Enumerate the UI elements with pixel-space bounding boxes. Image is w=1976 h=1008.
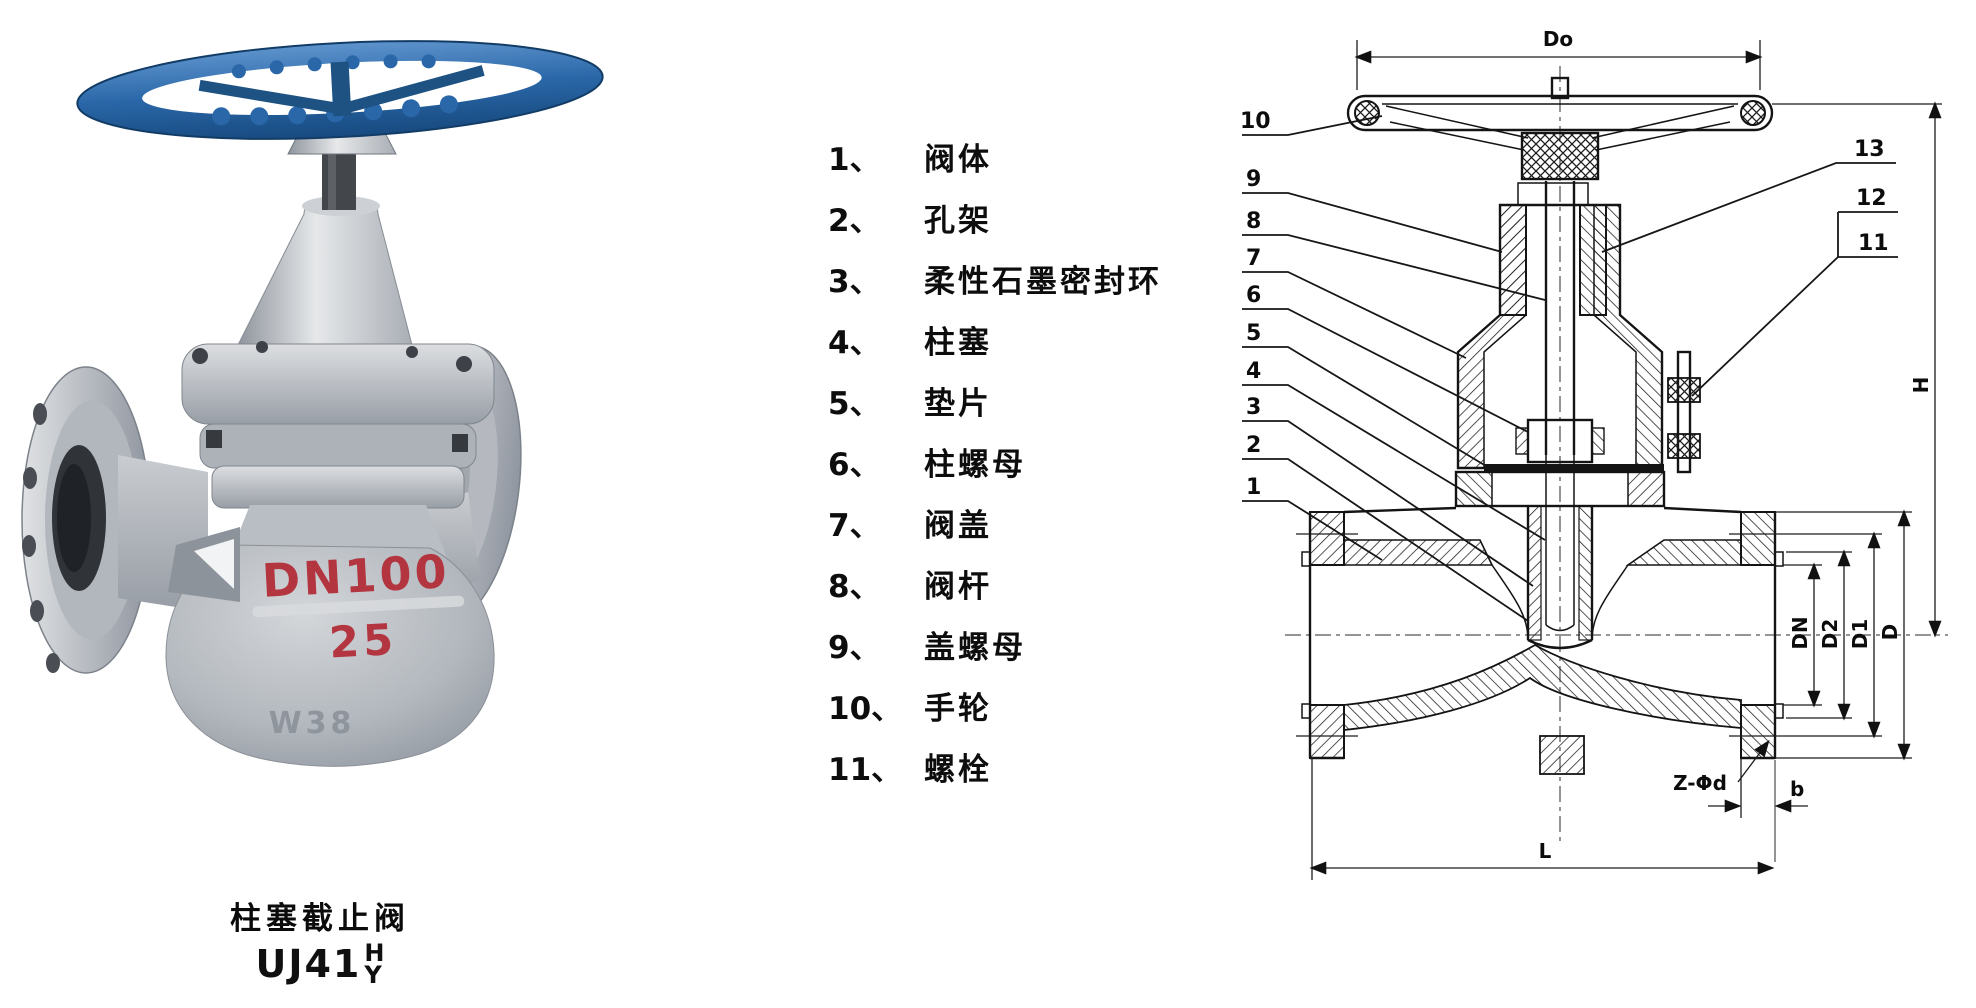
callout-3: 3	[1246, 395, 1261, 420]
valve-name: 柱塞截止阀	[230, 901, 410, 937]
part-number: 4、	[828, 325, 881, 361]
part-number: 3、	[828, 264, 881, 300]
valve-section-drawing: Do H DN D2	[1230, 0, 1976, 1008]
parts-list-item: 11、螺栓	[828, 744, 1228, 805]
valve-photo-art: DN100 25 W38	[21, 40, 604, 767]
part-number: 1、	[828, 142, 881, 178]
drawing-handwheel	[1346, 76, 1774, 181]
body-foot	[1539, 735, 1585, 775]
callout-13: 13	[1854, 137, 1885, 162]
parts-list-item: 6、 柱螺母	[828, 439, 1228, 500]
dim-d2: D2	[1786, 549, 1852, 721]
body-marking-size: DN100	[261, 544, 451, 608]
part-number: 2、	[828, 203, 881, 239]
dim-label-h: H	[1909, 377, 1933, 394]
dim-bolt-holes: Z-Φd	[1673, 739, 1770, 795]
model-letter-bottom: Y	[364, 961, 382, 990]
dim-label-b: b	[1790, 777, 1804, 801]
part-label: 手轮	[924, 691, 992, 727]
model-prefix: UJ41	[255, 942, 362, 987]
parts-list-item: 5、 垫片	[828, 378, 1228, 439]
photo-left-flange	[21, 366, 151, 674]
dim-l: L	[1309, 758, 1775, 880]
valve-model: UJ41 H Y	[150, 939, 490, 990]
part-number: 11、	[828, 752, 903, 788]
callout-7: 7	[1246, 246, 1261, 271]
dim-do: Do	[1354, 27, 1763, 90]
dim-label-d2: D2	[1818, 619, 1842, 650]
dim-label-bolt-holes: Z-Φd	[1673, 771, 1727, 795]
part-number: 10、	[828, 691, 903, 727]
callout-5: 5	[1246, 321, 1261, 346]
part-number: 5、	[828, 386, 881, 422]
callout-8: 8	[1246, 209, 1261, 234]
callout-10: 10	[1240, 109, 1271, 134]
parts-list-item: 10、手轮	[828, 683, 1228, 744]
photo-bonnet	[237, 196, 413, 346]
photo-web-window	[194, 539, 234, 589]
drawing-bolt-assembly	[1667, 350, 1701, 474]
part-number: 6、	[828, 447, 881, 483]
drawing-bonnet	[1456, 203, 1664, 471]
dim-label-d: D	[1878, 624, 1902, 641]
callout-9: 9	[1246, 167, 1261, 192]
callout-11: 11	[1858, 231, 1889, 256]
dim-dn: DN	[1783, 562, 1822, 708]
part-label: 阀盖	[924, 508, 992, 544]
parts-list-item: 1、 阀体	[828, 134, 1228, 195]
callout-1: 1	[1246, 475, 1261, 500]
callouts-left: 10 9 8 7 6 5 4 3 2 1	[1240, 109, 1546, 622]
parts-list-item: 7、 阀盖	[828, 500, 1228, 561]
callout-4: 4	[1246, 359, 1261, 384]
dim-label-dn: DN	[1788, 616, 1812, 649]
dim-d: D	[1775, 509, 1912, 761]
part-number: 8、	[828, 569, 881, 605]
part-number: 9、	[828, 630, 881, 666]
part-label: 螺栓	[924, 752, 992, 788]
dim-h: H	[1772, 101, 1942, 638]
valve-photo: DN100 25 W38	[0, 0, 640, 1008]
model-suffix-stack: H Y	[364, 939, 385, 990]
photo-caption: 柱塞截止阀 UJ41 H Y	[150, 893, 490, 990]
parts-list-item: 2、 孔架	[828, 195, 1228, 256]
part-label: 垫片	[924, 386, 992, 422]
dim-label-d1: D1	[1848, 619, 1872, 650]
photo-handwheel	[76, 40, 604, 140]
callout-2: 2	[1246, 433, 1261, 458]
part-label: 阀体	[924, 142, 992, 178]
dim-d1: D1	[1791, 531, 1882, 739]
drawing-stem	[1517, 181, 1589, 455]
parts-list-item: 4、 柱塞	[828, 317, 1228, 378]
drawing-plunger	[1491, 455, 1629, 650]
callout-6: 6	[1246, 283, 1261, 308]
part-label: 孔架	[924, 203, 992, 239]
dim-b: b	[1708, 758, 1808, 862]
model-letter-top: H	[364, 939, 385, 967]
photo-stem	[322, 150, 356, 210]
dim-label-do: Do	[1543, 27, 1573, 51]
photo-bonnet-flange	[181, 341, 495, 509]
callout-12: 12	[1856, 186, 1887, 211]
section-drawing-art: Do H DN D2	[1240, 27, 1948, 880]
part-label: 柱塞	[924, 325, 992, 361]
parts-list-item: 8、 阀杆	[828, 561, 1228, 622]
callouts-right: 13 12 11	[1601, 137, 1898, 397]
body-cast-mark: W38	[269, 706, 356, 741]
drawing-left-flange	[1296, 511, 1358, 760]
body-ridge	[252, 595, 465, 618]
part-label: 阀杆	[924, 569, 992, 605]
part-label: 柔性石墨密封环	[924, 264, 1162, 300]
parts-list: 1、 阀体 2、 孔架 3、 柔性石墨密封环 4、 柱塞 5、 垫片 6、 柱螺母 7、 阀盖…	[828, 134, 1228, 805]
parts-list-item: 9、 盖螺母	[828, 622, 1228, 683]
part-label: 盖螺母	[924, 630, 1026, 666]
dim-label-l: L	[1539, 839, 1552, 863]
part-number: 7、	[828, 508, 881, 544]
body-marking-pressure: 25	[328, 615, 398, 668]
parts-list-item: 3、 柔性石墨密封环	[828, 256, 1228, 317]
part-label: 柱螺母	[924, 447, 1026, 483]
handwheel-nut	[1520, 131, 1600, 181]
drawing-body	[1343, 506, 1742, 775]
